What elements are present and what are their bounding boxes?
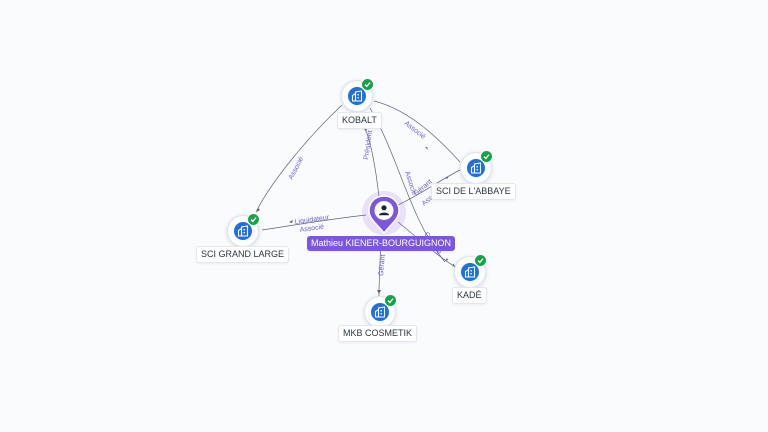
company-name-label: SCI DE L'ABBAYE	[431, 183, 516, 200]
edge-person-kobalt	[363, 127, 380, 198]
edge-label: Gérant	[378, 254, 387, 276]
building-icon	[371, 303, 389, 321]
building-icon	[461, 263, 479, 281]
person-icon	[379, 205, 389, 216]
edge-label: Associé	[288, 156, 306, 181]
edge-label: Président	[363, 130, 374, 160]
verified-check-icon	[384, 294, 397, 307]
company-node-circle[interactable]	[227, 213, 260, 247]
company-node-circle[interactable]	[460, 150, 493, 184]
edge-arrow	[257, 208, 260, 212]
company-name-label: KADÉ	[452, 287, 487, 304]
edge-label: Liquidateur	[294, 214, 330, 226]
edge-kobalt-sci-de-labbaye	[373, 100, 461, 163]
edge-label: Associé	[403, 120, 427, 141]
company-node-circle[interactable]	[341, 78, 374, 112]
company-name-label: KOBALT	[337, 112, 382, 129]
verified-check-icon	[247, 213, 260, 226]
edge-label: Associé	[299, 224, 324, 234]
person-name-label: Mathieu KIENER-BOURGUIGNON	[307, 236, 456, 251]
edge-arrow	[289, 220, 293, 223]
company-node-circle[interactable]	[454, 254, 487, 288]
edge-kobalt-sci-grand-large	[255, 104, 343, 213]
verified-check-icon	[474, 254, 487, 267]
edge-person-sci-de-labbaye	[395, 169, 461, 207]
person-pin[interactable]	[367, 195, 401, 235]
building-icon	[348, 87, 366, 105]
edge-arrow	[445, 176, 449, 179]
edge-person-sci-grand-large	[261, 214, 367, 231]
verified-check-icon	[480, 150, 493, 163]
edge-arrow	[377, 290, 381, 294]
verified-check-icon	[361, 78, 374, 91]
company-name-label: MKB COSMETIK	[338, 325, 418, 342]
company-name-label: SCI GRAND LARGE	[196, 246, 290, 263]
edge-arrow	[425, 147, 428, 150]
company-node-circle[interactable]	[364, 294, 397, 328]
building-icon	[234, 222, 252, 240]
building-icon	[467, 159, 485, 177]
